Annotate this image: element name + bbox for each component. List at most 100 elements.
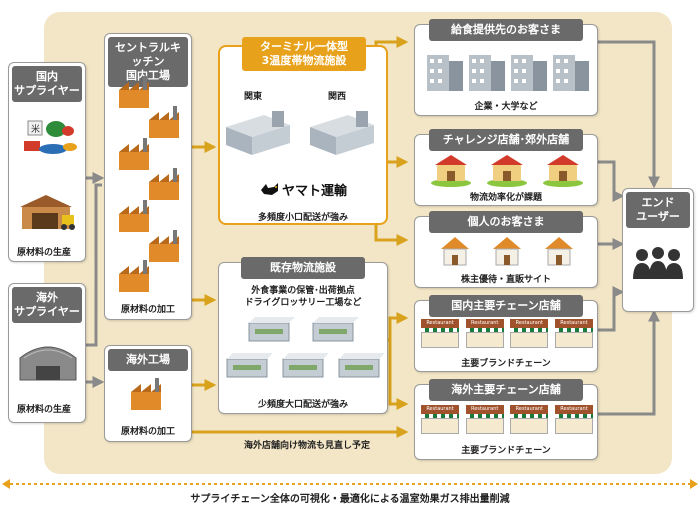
- overseas-supplier-title: 海外 サプライヤー: [12, 287, 82, 323]
- building-icon: [469, 55, 505, 91]
- food-ingredients-icon: 米: [24, 120, 77, 154]
- region-east-label: 関東: [244, 92, 263, 102]
- svg-text:米: 米: [31, 123, 40, 135]
- house-icon: [441, 237, 469, 266]
- terminal-title: ターミナル一体型 3温度帯物流施設: [242, 37, 366, 71]
- building-icon: [511, 55, 547, 91]
- warehouse-icon: [282, 353, 329, 378]
- food-service-title: 給食提供先のお客さま: [429, 19, 583, 41]
- restaurant-row: Restaurant Restaurant Restaurant Restaur…: [421, 319, 593, 351]
- shop-icon: [543, 155, 583, 187]
- restaurant-icon: Restaurant: [421, 405, 459, 435]
- existing-subtitle: 外食事業の保管･出荷拠点 ドライグロッサリー工場など: [244, 286, 362, 308]
- restaurant-icon: Restaurant: [510, 319, 549, 349]
- warehouse-icons: [226, 317, 385, 378]
- warehouse-icon: [19, 346, 77, 381]
- restaurant-icon: Restaurant: [465, 405, 504, 435]
- restaurant-icon: Restaurant: [510, 405, 549, 435]
- central-kitchen-label: 原材料の加工: [120, 305, 175, 315]
- domestic-chain-label: 主要ブランドチェーン: [461, 359, 551, 369]
- domestic-chain-title: 国内主要チェーン店舗: [429, 295, 583, 317]
- central-kitchen-title: セントラルキッチン 国内工場: [108, 37, 188, 87]
- restaurant-sign: Restaurant: [465, 319, 504, 328]
- factory-icon: [131, 378, 161, 410]
- individual-label: 株主優待・直販サイト: [460, 275, 551, 285]
- challenge-store-customer-box: チャレンジ店舗･郊外店舗 物流効率化が課題: [414, 129, 598, 206]
- shop-icon: [487, 155, 527, 187]
- domestic-supplier-label: 原材料の生産: [17, 248, 72, 258]
- terminal-facility-box: ターミナル一体型 3温度帯物流施設 関東 関西 ヤマト運輸 多頻度小口配送が強み: [218, 37, 388, 225]
- shop-icons: [431, 155, 583, 187]
- building-icon: [226, 111, 290, 155]
- central-kitchen-box: セントラルキッチン 国内工場 原材料の加工: [104, 33, 192, 320]
- challenge-title: チャレンジ店舗･郊外店舗: [429, 129, 583, 151]
- restaurant-icon: Restaurant: [421, 319, 459, 349]
- overseas-supplier-box: 海外 サプライヤー 原材料の生産: [8, 283, 86, 423]
- factory-icon: [149, 230, 179, 262]
- end-user-title: エンド ユーザー: [626, 192, 690, 228]
- house-icon: [493, 237, 521, 266]
- building-icon: [310, 111, 374, 155]
- warehouse-icon: [20, 195, 75, 230]
- restaurant-sign: Restaurant: [510, 319, 549, 328]
- overseas-chain-title: 海外主要チェーン店舗: [429, 379, 583, 401]
- restaurant-sign: Restaurant: [554, 319, 593, 328]
- warehouse-icon: [248, 317, 295, 342]
- arrow-foodservice-enduser: [598, 40, 660, 189]
- overseas-factory-box: 海外工場 原材料の加工: [104, 345, 192, 442]
- arrow-existing-overseas-chain: [388, 324, 409, 410]
- arrow-domestic-chain-enduser: [598, 286, 625, 332]
- overseas-note: 海外店舗向け物流も見直し予定: [244, 441, 371, 451]
- arrow-overseas-supplier-kitchen: [86, 183, 102, 347]
- house-icon: [545, 237, 573, 266]
- yamato-logo-text: ヤマト運輸: [282, 184, 348, 199]
- existing-label: 少頻度大口配送が強み: [257, 400, 348, 410]
- restaurant-sign: Restaurant: [554, 405, 593, 414]
- factory-icon: [119, 138, 149, 170]
- users-icon: [633, 247, 683, 279]
- restaurant-sign: Restaurant: [421, 405, 459, 414]
- terminal-label: 多頻度小口配送が強み: [257, 213, 348, 223]
- individual-customer-box: 個人のお客さま 株主優待・直販サイト: [414, 211, 598, 288]
- region-west-label: 関西: [328, 92, 347, 102]
- existing-facility-box: 既存物流施設 外食事業の保管･出荷拠点 ドライグロッサリー工場など 少頻度大口配…: [218, 257, 388, 414]
- overseas-factory-title: 海外工場: [108, 349, 188, 371]
- restaurant-sign: Restaurant: [465, 405, 504, 414]
- restaurant-row: Restaurant Restaurant Restaurant Restaur…: [421, 405, 593, 437]
- restaurant-sign: Restaurant: [421, 319, 459, 328]
- house-icons: [441, 237, 573, 266]
- yamato-cat-logo-icon: [261, 183, 278, 195]
- factory-icon: [149, 106, 179, 138]
- factory-icon: [149, 168, 179, 200]
- restaurant-sign: Restaurant: [510, 405, 549, 414]
- food-service-label: 企業・大学など: [474, 102, 538, 112]
- overseas-chain-label: 主要ブランドチェーン: [461, 446, 551, 456]
- domestic-supplier-title: 国内 サプライヤー: [12, 66, 82, 102]
- arrow-existing-domestic-chain: [388, 312, 409, 324]
- individual-title: 個人のお客さま: [429, 211, 583, 233]
- factory-icon: [119, 200, 149, 232]
- shop-icon: [431, 155, 471, 187]
- overseas-chain-customer-box: 海外主要チェーン店舗 Restaurant Restaurant Restaur…: [414, 379, 598, 460]
- factory-icon: [119, 260, 149, 292]
- factory-icon: [119, 76, 149, 108]
- office-building-icons: [427, 55, 589, 91]
- overseas-supplier-label: 原材料の生産: [17, 405, 72, 415]
- overseas-factory-label: 原材料の加工: [120, 427, 175, 437]
- end-user-box: エンド ユーザー: [622, 188, 694, 312]
- warehouse-icon: [338, 353, 385, 378]
- restaurant-icon: Restaurant: [554, 405, 593, 435]
- food-service-customer-box: 給食提供先のお客さま 企業・大学など: [414, 19, 598, 116]
- domestic-chain-customer-box: 国内主要チェーン店舗 Restaurant Restaurant Restaur…: [414, 295, 598, 372]
- banner-arrow: [2, 479, 698, 489]
- warehouse-icon: [226, 353, 273, 378]
- arrow-overseas-chain-enduser: [598, 309, 660, 416]
- factory-icons: [119, 76, 179, 292]
- restaurant-icon: Restaurant: [465, 319, 504, 349]
- arrow-challenge-enduser: [598, 160, 625, 202]
- arrow-terminal-foodservice: [374, 36, 409, 48]
- bottom-banner-text: サプライチェーン全体の可視化・最適化による温室効果ガス排出量削減: [190, 494, 510, 505]
- building-icon: [553, 55, 589, 91]
- warehouse-icon: [312, 317, 359, 342]
- restaurant-icon: Restaurant: [554, 319, 593, 349]
